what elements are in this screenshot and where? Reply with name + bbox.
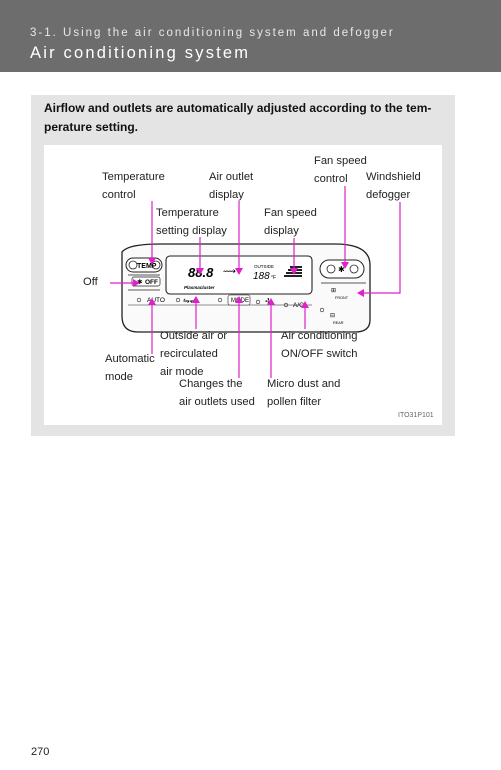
brand-text: Plasmacluster bbox=[184, 285, 215, 290]
off-button[interactable] bbox=[131, 276, 161, 287]
figure-code: ITO31P101 bbox=[398, 412, 434, 419]
fan-icon: ✱ bbox=[338, 265, 345, 274]
rear-label: REAR bbox=[333, 321, 344, 325]
front-defogger-icon: ⊞ bbox=[331, 288, 336, 294]
fan-down-icon bbox=[326, 264, 336, 274]
temp-label: TEMP bbox=[137, 263, 157, 270]
control-panel-figure: TEMP OFF ✱ 88.8 ⟿ OUTSIDE 188 °F Plasmac… bbox=[44, 145, 442, 425]
page-title: Air conditioning system bbox=[30, 44, 251, 62]
callout-arrowheads bbox=[133, 258, 364, 308]
intro-text: Airflow and outlets are automatically ad… bbox=[44, 101, 432, 134]
fan-speed-rocker[interactable] bbox=[319, 259, 365, 279]
callout-lines bbox=[110, 186, 401, 378]
outside-label: OUTSIDE bbox=[254, 264, 274, 269]
temp-down-icon bbox=[128, 260, 138, 270]
air-intake-icon: ⇋⇌ bbox=[183, 296, 197, 305]
ac-label: A/C bbox=[293, 302, 304, 309]
off-label: OFF bbox=[145, 279, 158, 286]
outside-temp: 188 bbox=[253, 271, 270, 282]
page-number: 270 bbox=[31, 746, 50, 758]
outside-unit: °F bbox=[271, 275, 276, 281]
pollen-filter-icon: ✢ bbox=[265, 297, 272, 306]
front-label: FRONT bbox=[335, 296, 349, 300]
control-panel-diagram: TEMP OFF ✱ 88.8 ⟿ OUTSIDE 188 °F Plasmac… bbox=[110, 186, 401, 378]
fan-off-icon: ✱ bbox=[137, 278, 143, 286]
fan-up-icon bbox=[349, 264, 359, 274]
airflow-icon: ⟿ bbox=[223, 266, 236, 276]
auto-label: AUTO bbox=[147, 297, 165, 304]
off-callout-label: Off bbox=[83, 276, 98, 288]
rear-defogger-icon: ⊟ bbox=[330, 313, 335, 319]
section-title: 3-1. Using the air conditioning system a… bbox=[30, 27, 395, 39]
page-header: 3-1. Using the air conditioning system a… bbox=[0, 0, 501, 72]
